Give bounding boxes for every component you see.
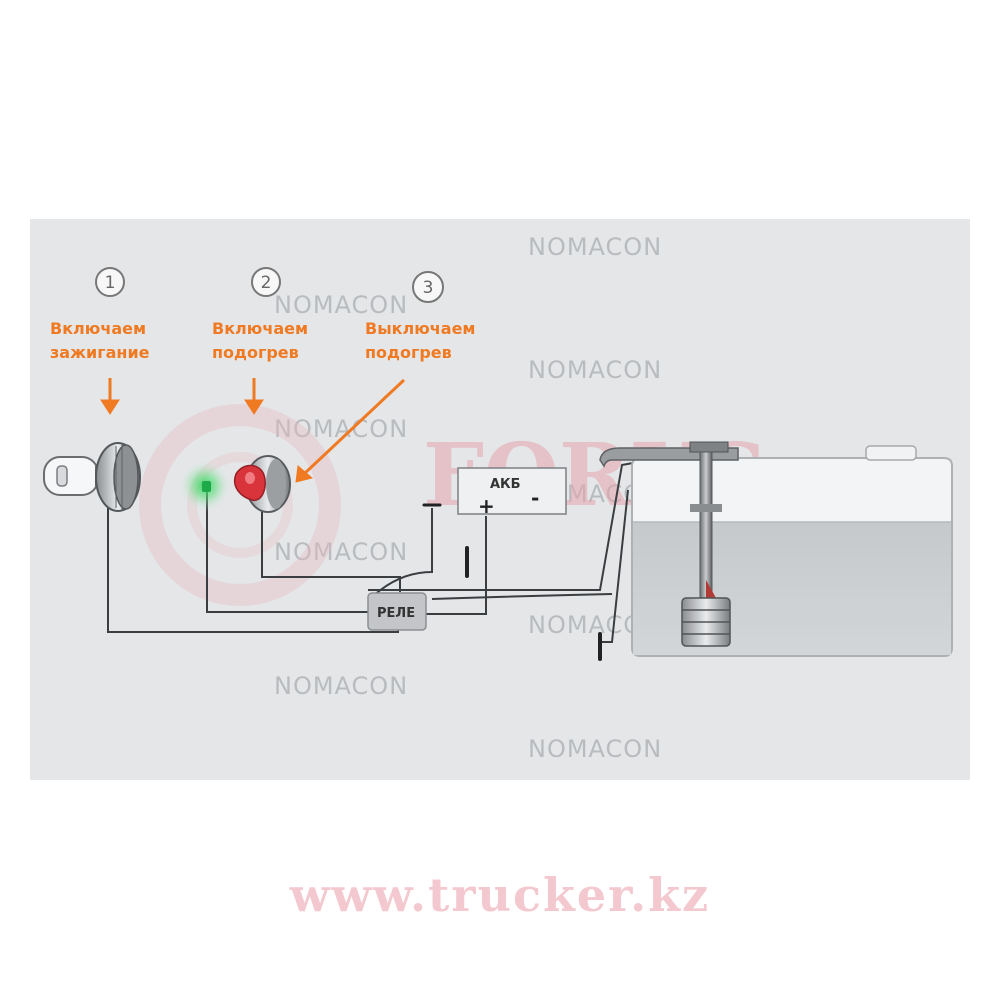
watermark-text: NOMACON	[528, 735, 662, 763]
tank-cap-icon	[865, 445, 917, 461]
ignition-switch-icon	[43, 442, 141, 512]
step-number: 1	[105, 273, 116, 293]
relay: РЕЛЕ	[367, 592, 427, 631]
watermark-text: NOMACON	[274, 291, 408, 319]
step-number: 2	[261, 273, 272, 293]
step-number: 3	[423, 278, 434, 298]
step-number-circle	[251, 267, 281, 297]
step-2-callout: 2 Включаем подогрев	[212, 267, 308, 415]
step-3-callout: 3 Выключаем подогрев	[295, 271, 476, 483]
ground-symbol-icon	[422, 503, 602, 661]
step-label-line1: Выключаем	[365, 319, 476, 338]
relay-label: РЕЛЕ	[377, 606, 415, 621]
step-label-line1: Включаем	[50, 319, 146, 338]
step-label-line2: зажигание	[50, 343, 150, 362]
battery: АКБ + -	[457, 467, 567, 518]
step-label-line1: Включаем	[212, 319, 308, 338]
battery-label: АКБ	[490, 477, 521, 492]
watermark-text: NOMACON	[274, 538, 408, 566]
watermark-text: NOMACON	[528, 233, 662, 261]
battery-minus-sign: -	[531, 486, 539, 510]
step-label-line2: подогрев	[212, 343, 299, 362]
battery-plus-sign: +	[478, 494, 495, 518]
step-label-line2: подогрев	[365, 343, 452, 362]
watermark-text: NOMACON	[528, 356, 662, 384]
fuel-tank	[599, 441, 953, 657]
site-url-watermark: www.trucker.kz	[289, 868, 711, 922]
step-1-callout: 1 Включаем зажигание	[50, 267, 150, 415]
step-number-circle	[95, 267, 125, 297]
heater-switch-icon	[179, 455, 291, 513]
step-number-circle	[412, 271, 444, 303]
watermark-text: NOMACON	[274, 672, 408, 700]
gear-logo-icon	[139, 404, 341, 606]
fuel-liquid	[633, 522, 951, 655]
wires	[107, 457, 661, 643]
